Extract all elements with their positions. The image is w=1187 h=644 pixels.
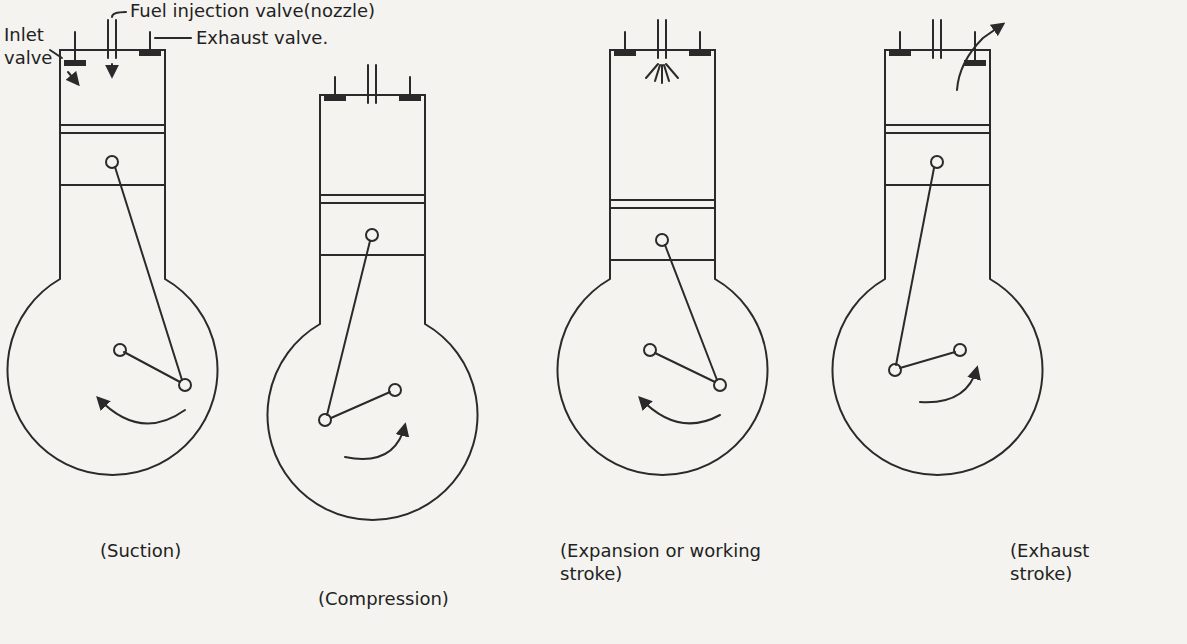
- fuel-spray: [661, 65, 663, 83]
- exhaust-valve: [964, 60, 986, 66]
- cylinder-crankcase: [8, 50, 218, 475]
- piston-ring: [60, 124, 165, 126]
- piston-pin: [656, 234, 668, 246]
- engine-expansion: [558, 20, 768, 475]
- nozzle: [657, 20, 659, 58]
- stroke-label: (Suction): [100, 540, 181, 563]
- engine-suction: [8, 20, 218, 475]
- piston-ring: [885, 132, 990, 134]
- nozzle: [940, 20, 942, 58]
- stroke-label: (Expansion or working stroke): [560, 540, 790, 585]
- crank-pin: [889, 364, 901, 376]
- flow-arrow: [68, 72, 78, 84]
- inlet-valve: [324, 95, 346, 101]
- connecting-rod: [327, 241, 370, 415]
- engine-compression: [268, 65, 478, 520]
- valve-stem: [699, 32, 701, 50]
- inlet-valve: [889, 50, 911, 56]
- nozzle: [115, 20, 117, 58]
- crank-centre: [114, 344, 126, 356]
- piston-pin: [366, 229, 378, 241]
- crank-arm: [124, 352, 180, 382]
- piston-pin: [106, 156, 118, 168]
- fuel-spray: [666, 64, 678, 78]
- nozzle: [375, 65, 377, 103]
- exhaust-valve: [139, 50, 161, 56]
- flow-arrow: [957, 24, 1003, 90]
- crank-centre: [644, 344, 656, 356]
- nozzle: [107, 20, 109, 58]
- piston-skirt: [320, 254, 425, 256]
- piston-ring: [610, 207, 715, 209]
- exhaust-valve: [399, 95, 421, 101]
- piston-ring: [320, 194, 425, 196]
- stroke-label: (Exhaust stroke): [1010, 540, 1120, 585]
- crank-arm: [900, 352, 955, 368]
- connecting-rod: [896, 168, 934, 365]
- piston-skirt: [885, 184, 990, 186]
- valve-stem: [334, 77, 336, 95]
- rotation-arrow: [345, 425, 405, 459]
- part-label: Exhaust valve.: [196, 27, 328, 50]
- engine-exhaust: [833, 20, 1043, 475]
- piston-ring: [60, 132, 165, 134]
- rotation-arrow: [640, 398, 720, 423]
- crank-arm: [331, 392, 390, 418]
- piston-ring: [610, 199, 715, 201]
- inlet-valve: [614, 50, 636, 56]
- leader-line: [112, 12, 126, 17]
- cylinder-crankcase: [833, 50, 1043, 475]
- nozzle: [665, 20, 667, 58]
- rotation-arrow: [98, 398, 185, 423]
- stroke-label: (Compression): [318, 588, 449, 611]
- crank-pin: [319, 414, 331, 426]
- part-label: Fuel injection valve(nozzle): [130, 0, 375, 23]
- piston-skirt: [610, 259, 715, 261]
- exhaust-valve: [689, 50, 711, 56]
- crank-arm: [655, 353, 715, 382]
- valve-stem: [899, 32, 901, 50]
- piston-pin: [931, 156, 943, 168]
- leader-line: [155, 37, 191, 39]
- crank-pin: [714, 379, 726, 391]
- part-label: Inlet valve: [4, 24, 50, 69]
- crank-centre: [389, 384, 401, 396]
- piston-skirt: [60, 184, 165, 186]
- valve-stem: [149, 32, 151, 50]
- nozzle: [932, 20, 934, 58]
- fuel-spray: [655, 65, 660, 81]
- valve-stem: [624, 32, 626, 50]
- valve-stem: [409, 77, 411, 95]
- crank-pin: [179, 379, 191, 391]
- flow-arrow: [111, 64, 113, 76]
- connecting-rod: [665, 245, 717, 380]
- crank-centre: [954, 344, 966, 356]
- piston-ring: [320, 202, 425, 204]
- inlet-valve: [64, 60, 86, 66]
- rotation-arrow: [920, 368, 977, 402]
- piston-ring: [885, 124, 990, 126]
- valve-stem: [74, 32, 76, 60]
- connecting-rod: [115, 167, 182, 380]
- cylinder-crankcase: [268, 95, 478, 520]
- cylinder-crankcase: [558, 50, 768, 475]
- nozzle: [367, 65, 369, 103]
